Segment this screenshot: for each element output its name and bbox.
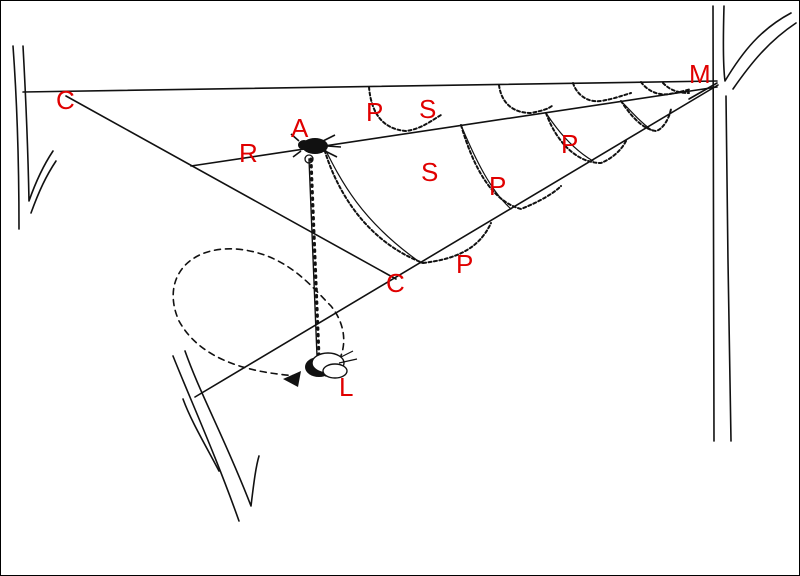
frame-threads bbox=[22, 80, 719, 398]
diagonal-thread bbox=[65, 95, 397, 280]
label-c-mid: C bbox=[386, 268, 405, 298]
sticky-spirals bbox=[322, 81, 692, 264]
top-frame-thread bbox=[22, 80, 718, 93]
left-tree bbox=[12, 45, 57, 230]
label-c-left: C bbox=[56, 85, 75, 115]
right-tree bbox=[711, 5, 797, 442]
label-r: R bbox=[239, 138, 258, 168]
label-s-mid: S bbox=[421, 157, 438, 187]
label-m: M bbox=[689, 59, 711, 89]
hub-thread bbox=[688, 82, 718, 100]
label-l: L bbox=[339, 372, 353, 402]
bottom-branch bbox=[172, 350, 260, 522]
bottom-frame-thread bbox=[194, 84, 719, 398]
label-p-top: P bbox=[366, 97, 383, 127]
spider-icon bbox=[290, 133, 342, 164]
signal-thread bbox=[308, 157, 321, 358]
path-arrowhead bbox=[283, 371, 301, 387]
label-a: A bbox=[291, 113, 309, 143]
label-p-low: P bbox=[456, 249, 473, 279]
label-s-top: S bbox=[419, 94, 436, 124]
radius-thread bbox=[190, 86, 718, 167]
label-p-right: P bbox=[561, 129, 578, 159]
label-p-mid: P bbox=[489, 171, 506, 201]
fly-icon bbox=[305, 350, 358, 379]
